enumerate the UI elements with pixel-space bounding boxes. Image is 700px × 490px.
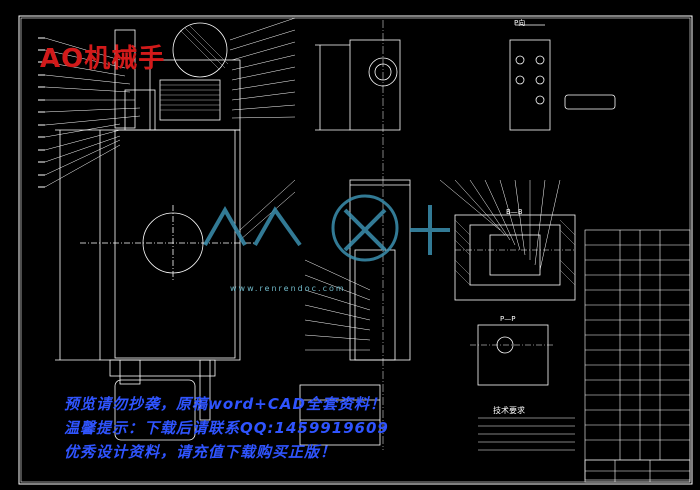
left-view xyxy=(55,22,255,441)
watermark-title: AO机械手 xyxy=(40,44,166,74)
middle-view xyxy=(299,20,411,450)
tech-requirements-title: 技术要求 xyxy=(493,406,525,415)
section-p-p xyxy=(470,324,555,386)
section-p-p-label: P—P xyxy=(500,315,516,323)
left-leader-ticks xyxy=(38,37,45,188)
title-block xyxy=(584,459,691,483)
outer-frame xyxy=(18,15,693,485)
middle-leaders xyxy=(304,259,371,351)
section-b-b-label: B—B xyxy=(506,208,523,216)
section-b-b xyxy=(454,214,576,301)
promo-line-1: 预览请勿抄袭，原稿word+CAD全套资料！ xyxy=(64,395,386,413)
p-view xyxy=(509,24,616,131)
promo-line-3: 优秀设计资料，请充值下载购买正版！ xyxy=(64,443,337,461)
renrendoc-logo xyxy=(203,194,450,262)
website-watermark: www.renrendoc.com xyxy=(230,284,346,293)
section-b-b-hatch xyxy=(454,219,576,286)
right-leaders xyxy=(439,179,561,271)
promo-line-2: 温馨提示：下载后请联系QQ:1459919609 xyxy=(64,419,389,437)
parts-list xyxy=(584,229,691,481)
tech-requirements xyxy=(478,417,575,451)
left-view-details xyxy=(160,25,229,111)
left-leader-lines xyxy=(44,17,296,241)
p-view-label: P向 xyxy=(514,19,526,27)
